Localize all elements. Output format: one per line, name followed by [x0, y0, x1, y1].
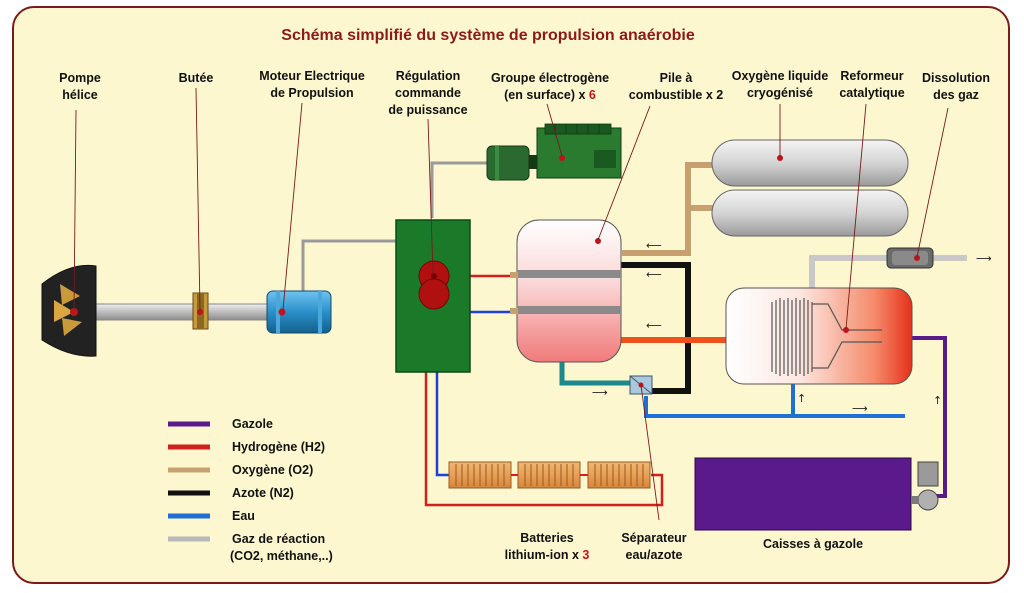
label-separateur-line1: Séparateur: [621, 531, 686, 545]
legend-label: Oxygène (O2): [232, 463, 313, 477]
label-batteries-prefix: lithium-ion x: [505, 548, 583, 562]
arrow-separator: ⟶: [592, 386, 608, 399]
arrow-oxygen: ⟵: [646, 239, 662, 252]
wire-batteries-blue: [435, 372, 449, 477]
label-pile: Pile à combustible x 2: [629, 71, 724, 102]
moteur-electrique: [266, 290, 332, 334]
reformer-coil: [771, 298, 813, 376]
legend-item: Gaz de réaction (CO2, méthane,..): [168, 532, 333, 563]
flow-arrows: ⟵ ⟵ ⟵ ⟶ ⟶ ⟶ ↑ ↑: [592, 239, 992, 415]
butee: [192, 292, 209, 330]
pipe-groupe-regulation: [430, 161, 488, 218]
label-regulation: Régulation commande de puissance: [388, 69, 467, 117]
label-dissolution-line1: Dissolution: [922, 71, 990, 85]
label-regulation-line2: commande: [395, 86, 461, 100]
label-groupe-prefix: (en surface) x: [504, 88, 589, 102]
label-batteries-count: 3: [582, 548, 589, 562]
arrow-eau: ⟶: [852, 402, 868, 415]
dissolution-device: [886, 247, 934, 269]
legend-label: Eau: [232, 509, 255, 523]
label-moteur: Moteur Electrique de Propulsion: [259, 69, 365, 100]
leader-lines: [73, 87, 949, 521]
legend-item: Eau: [168, 509, 255, 523]
label-dissolution-line2: des gaz: [933, 88, 979, 102]
label-regulation-line1: Régulation: [396, 69, 461, 83]
pipe-azote: [620, 262, 691, 394]
batteries: [448, 461, 651, 489]
gazole-pump: [911, 461, 939, 511]
legend-label: Hydrogène (H2): [232, 440, 325, 454]
propeller-shaft: [95, 303, 269, 321]
arrow-hydrogen: ⟵: [646, 319, 662, 332]
pipe-teal-separator: [559, 360, 630, 386]
pipe-eau: [644, 396, 905, 418]
wire-batteries-red: [424, 372, 664, 507]
label-dissolution: Dissolution des gaz: [922, 71, 990, 102]
label-oxygene-line1: Oxygène liquide: [732, 69, 829, 83]
label-moteur-line1: Moteur Electrique: [259, 69, 365, 83]
label-separateur: Séparateur eau/azote: [621, 531, 686, 562]
label-caisses: Caisses à gazole: [763, 537, 863, 551]
arrow-gaz-out: ⟶: [976, 252, 992, 265]
arrow-azote-top: ⟵: [646, 268, 662, 281]
label-groupe-line1: Groupe électrogène: [491, 71, 609, 85]
legend-item: Azote (N2): [168, 486, 294, 500]
groupe-electrogene: [486, 123, 622, 181]
pile-a-combustible: [510, 219, 622, 363]
pipe-motor-regulation: [301, 239, 396, 298]
pipe-gazole: [912, 336, 947, 498]
label-moteur-line2: de Propulsion: [270, 86, 353, 100]
pompe-helice: [41, 264, 97, 357]
regulation-box: [395, 219, 471, 373]
legend-label: Gazole: [232, 417, 273, 431]
label-batteries-line2: lithium-ion x 3: [505, 548, 590, 562]
label-reformeur-line2: catalytique: [839, 86, 904, 100]
label-separateur-line2: eau/azote: [626, 548, 683, 562]
legend-item: Gazole: [168, 417, 273, 431]
label-batteries-line1: Batteries: [520, 531, 574, 545]
label-groupe-line2: (en surface) x 6: [504, 88, 596, 102]
legend-item: Hydrogène (H2): [168, 440, 325, 454]
label-butee: Butée: [179, 71, 214, 85]
arrow-eau-up: ↑: [797, 392, 806, 405]
legend-item: Oxygène (O2): [168, 463, 313, 477]
label-groupe-count: 6: [589, 88, 596, 102]
caisses-a-gazole: [694, 457, 912, 531]
legend-label: Gaz de réaction: [232, 532, 325, 546]
arrow-gazole-up: ↑: [933, 394, 942, 407]
label-reformeur: Reformeur catalytique: [839, 69, 904, 100]
label-pompe-line2: hélice: [62, 88, 97, 102]
label-groupe: Groupe électrogène (en surface) x 6: [491, 71, 609, 102]
diagram-title: Schéma simplifié du système de propulsio…: [281, 27, 695, 44]
reformeur-catalytique: [725, 287, 913, 385]
label-oxygene: Oxygène liquide cryogénisé: [732, 69, 829, 100]
oxygen-tanks: [711, 139, 909, 237]
label-regulation-line3: de puissance: [388, 103, 467, 117]
label-oxygene-line2: cryogénisé: [747, 86, 813, 100]
label-pile-line1: Pile à: [660, 71, 693, 85]
label-pompe-line1: Pompe: [59, 71, 101, 85]
legend-sublabel: (CO2, méthane,..): [230, 549, 333, 563]
pipe-gaz-reaction: [809, 255, 889, 288]
legend-label: Azote (N2): [232, 486, 294, 500]
label-pompe: Pompe hélice: [59, 71, 101, 102]
label-reformeur-line1: Reformeur: [840, 69, 903, 83]
label-batteries: Batteries lithium-ion x 3: [505, 531, 590, 562]
label-pile-line2: combustible x 2: [629, 88, 724, 102]
